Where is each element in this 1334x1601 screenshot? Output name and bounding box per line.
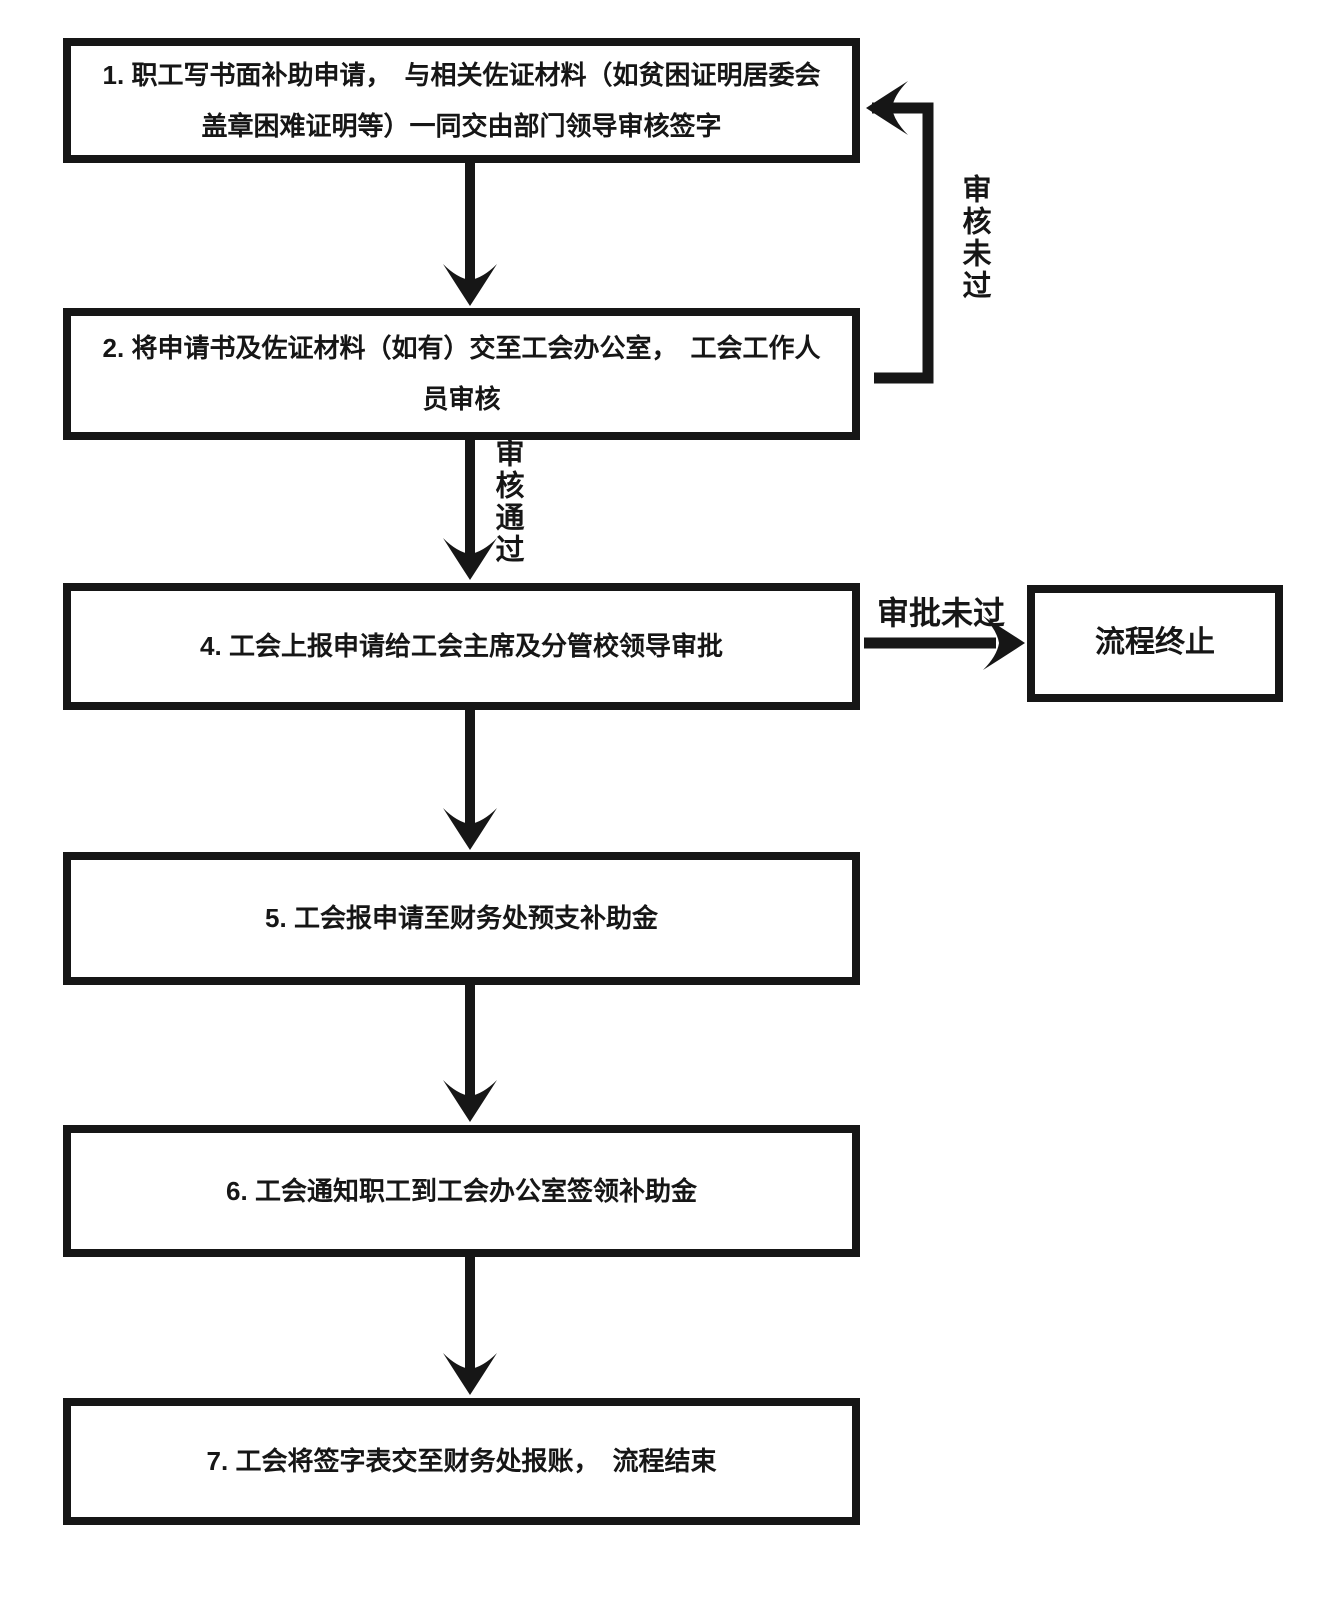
flow-step-7: 7. 工会将签字表交至财务处报账， 流程结束 [63, 1398, 860, 1525]
arrow-step4-to-step5 [443, 707, 497, 850]
flow-step-2: 2. 将申请书及佐证材料（如有）交至工会办公室， 工会工作人员审核 [63, 308, 860, 440]
arrowhead-left-icon [866, 81, 908, 135]
arrow-step5-to-step6 [443, 982, 497, 1122]
arrowhead-down-icon [443, 264, 497, 306]
flow-step-4: 4. 工会上报申请给工会主席及分管校领导审批 [63, 583, 860, 710]
edge-label-review-passed: 审核通过 [491, 438, 523, 566]
arrowhead-down-icon [443, 1080, 497, 1122]
arrow-review-failed-loop [866, 81, 934, 384]
flow-step-1: 1. 职工写书面补助申请， 与相关佐证材料（如贫困证明居委会盖章困难证明等）一同… [63, 38, 860, 163]
arrow-step1-to-step2 [443, 160, 497, 306]
flow-terminate-node: 流程终止 [1027, 585, 1283, 702]
arrowhead-down-icon [443, 1353, 497, 1395]
flow-step-6: 6. 工会通知职工到工会办公室签领补助金 [63, 1125, 860, 1257]
arrowhead-down-icon [443, 808, 497, 850]
flow-step-5: 5. 工会报申请至财务处预支补助金 [63, 852, 860, 985]
edge-label-approval-failed: 审批未过 [877, 595, 1006, 631]
edge-label-review-failed: 审核未过 [958, 174, 990, 302]
arrow-step6-to-step7 [443, 1254, 497, 1395]
